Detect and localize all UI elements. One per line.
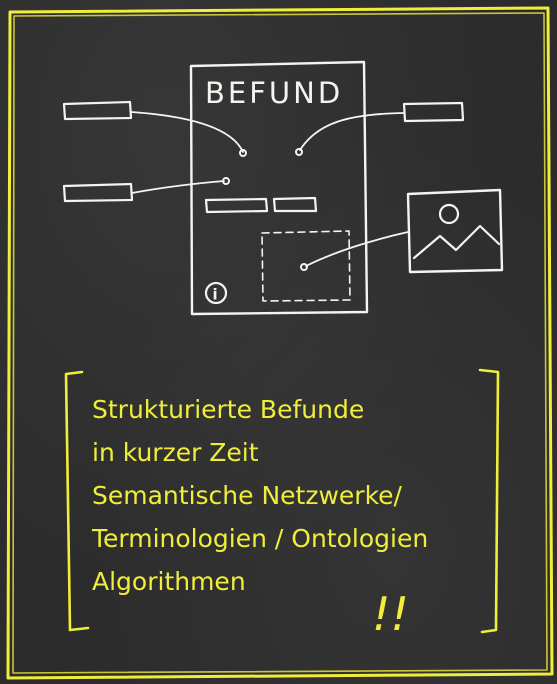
connector-lines xyxy=(130,111,409,271)
image-placeholder xyxy=(261,230,351,302)
picture-icon xyxy=(406,188,504,274)
notes-text: Strukturierte Befunde in kurzer Zeit Sem… xyxy=(91,395,428,596)
right-label-box xyxy=(402,101,465,123)
document-field-right xyxy=(272,196,318,213)
note-line-1: Strukturierte Befunde xyxy=(92,395,364,424)
left-bracket xyxy=(64,370,90,632)
report-document xyxy=(189,60,369,316)
left-label-box-top xyxy=(62,100,133,121)
note-line-5: Algorithmen xyxy=(92,567,246,596)
note-line-4: Terminologien / Ontologien xyxy=(91,524,428,553)
exclamation-marks: !! xyxy=(372,587,409,641)
info-icon xyxy=(204,281,228,305)
yellow-frame xyxy=(6,6,554,680)
info-symbol: i xyxy=(213,286,218,304)
report-title: BEFUND xyxy=(205,76,343,110)
right-bracket xyxy=(478,368,500,634)
left-label-box-bottom xyxy=(62,182,134,203)
note-line-2: in kurzer Zeit xyxy=(92,438,259,467)
document-field-left xyxy=(204,197,269,214)
note-line-3: Semantische Netzwerke/ xyxy=(92,481,403,510)
